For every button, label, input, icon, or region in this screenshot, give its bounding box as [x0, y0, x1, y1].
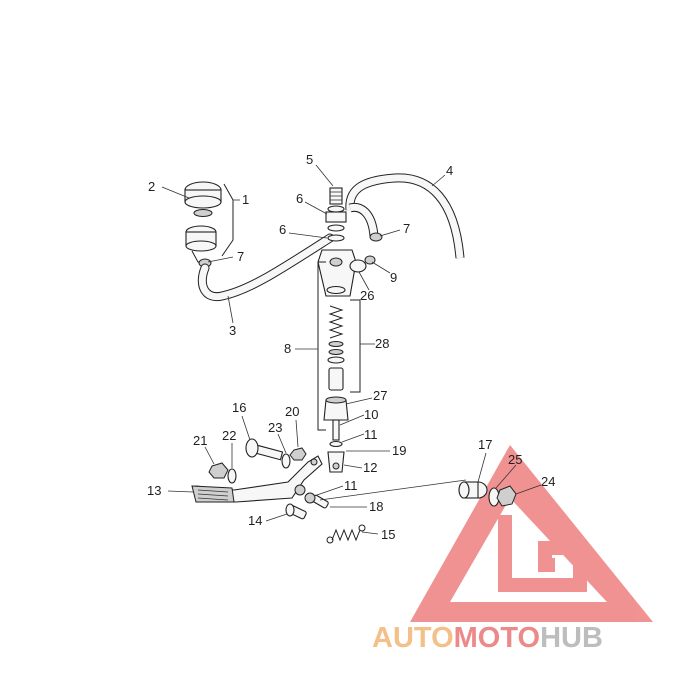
- hose-3: [197, 233, 335, 302]
- callout-1: 1: [242, 192, 249, 207]
- watermark-text: AUTOMOTOHUB: [372, 622, 603, 654]
- callout-10: 10: [364, 407, 378, 422]
- callout-8: 8: [284, 341, 291, 356]
- callout-14: 14: [248, 513, 262, 528]
- callout-21: 21: [193, 433, 207, 448]
- callout-28: 28: [375, 336, 389, 351]
- watermark-moto: MOTO: [454, 622, 540, 654]
- callout-12: 12: [363, 460, 377, 475]
- callout-23: 23: [268, 420, 282, 435]
- callout-9: 9: [390, 270, 397, 285]
- callout-22: 22: [222, 428, 236, 443]
- callout-11b: 11: [344, 478, 358, 493]
- callout-18: 18: [369, 499, 383, 514]
- hose-4: [345, 173, 465, 259]
- callout-4: 4: [446, 163, 453, 178]
- callout-24: 24: [541, 474, 555, 489]
- watermark-hub: HUB: [540, 622, 603, 654]
- callout-labels: 1 2 3 4 5 6 6 7 7 8 9 10 11 11 12 13 14 …: [147, 152, 555, 542]
- svg-text:AUTOMOTOHUB: AUTOMOTOHUB: [372, 622, 603, 654]
- watermark-logo: [410, 445, 653, 622]
- callout-3: 3: [229, 323, 236, 338]
- leader-lines: [161, 164, 542, 535]
- callout-11a: 11: [364, 427, 378, 442]
- callout-26: 26: [360, 288, 374, 303]
- callout-25: 25: [508, 452, 522, 467]
- callout-7b: 7: [403, 221, 410, 236]
- master-cylinder: [317, 187, 383, 473]
- callout-13: 13: [147, 483, 161, 498]
- pedal-assembly: [191, 438, 517, 544]
- callout-6b: 6: [279, 222, 286, 237]
- callout-17: 17: [478, 437, 492, 452]
- callout-2: 2: [148, 179, 155, 194]
- callout-20: 20: [285, 404, 299, 419]
- callout-15: 15: [381, 527, 395, 542]
- reservoir-assembly: [184, 181, 234, 268]
- watermark-auto: AUTO: [372, 622, 454, 654]
- callout-6a: 6: [296, 191, 303, 206]
- callout-27: 27: [373, 388, 387, 403]
- callout-19: 19: [392, 443, 406, 458]
- callout-5: 5: [306, 152, 313, 167]
- callout-16: 16: [232, 400, 246, 415]
- callout-7a: 7: [237, 249, 244, 264]
